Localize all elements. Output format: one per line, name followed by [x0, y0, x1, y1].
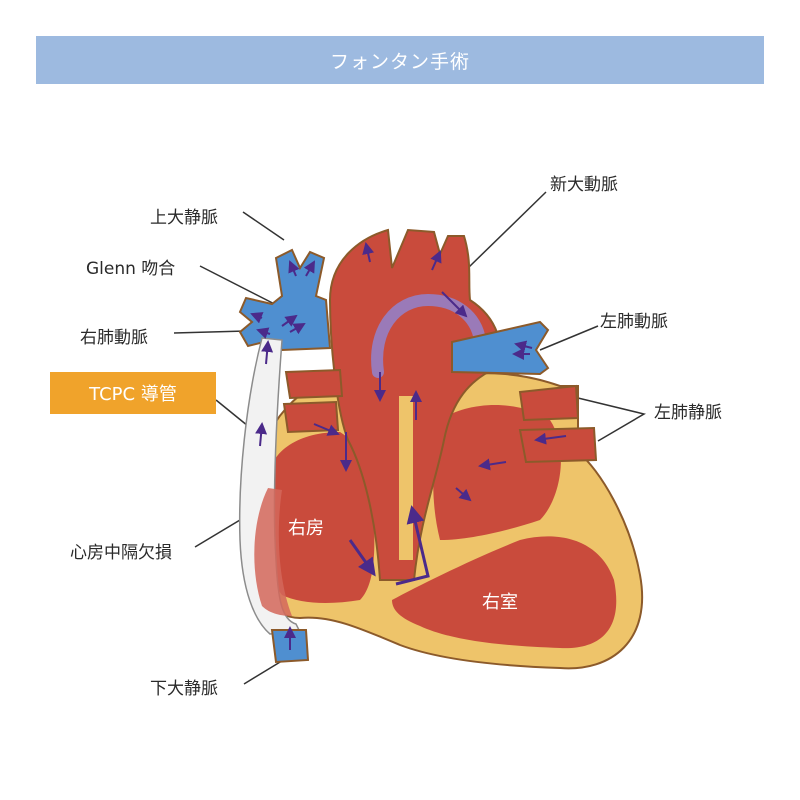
aortic-arch-outline [371, 293, 486, 378]
label-glenn: Glenn 吻合 [86, 259, 176, 279]
svc-glenn-rpa [238, 248, 332, 352]
label-tcpc: TCPC 導管 [89, 384, 177, 405]
leader-svc [242, 211, 285, 241]
leader-rpa [173, 330, 247, 334]
label-svc: 上大静脈 [150, 208, 218, 228]
label-rv: 右室 [482, 592, 518, 613]
label-rpa: 右肺動脈 [80, 328, 148, 348]
label-lpv: 左肺静脈 [654, 403, 722, 423]
left-pulmonary-veins [518, 384, 598, 464]
label-ivc: 下大静脈 [150, 679, 218, 699]
label-asd: 心房中隔欠損 [70, 543, 172, 563]
right-atrium [265, 432, 375, 603]
tcpc-conduit-shade [254, 488, 292, 616]
leader-lpv [577, 397, 646, 442]
page-title: フォンタン手術 [329, 50, 470, 73]
flow-arrows [250, 242, 567, 650]
tcpc-label-box: TCPC 導管 [50, 372, 216, 414]
left-pulmonary-artery [451, 320, 550, 376]
title-bar: フォンタン手術 [36, 36, 764, 84]
leader-lpa [539, 325, 599, 351]
label-neo-aorta: 新大動脈 [550, 175, 618, 195]
right-ventricle [392, 536, 617, 649]
label-ra: 右房 [288, 518, 324, 539]
label-lpa: 左肺動脈 [600, 312, 668, 332]
leader-lines [173, 191, 646, 685]
leader-tcpc [215, 399, 249, 427]
